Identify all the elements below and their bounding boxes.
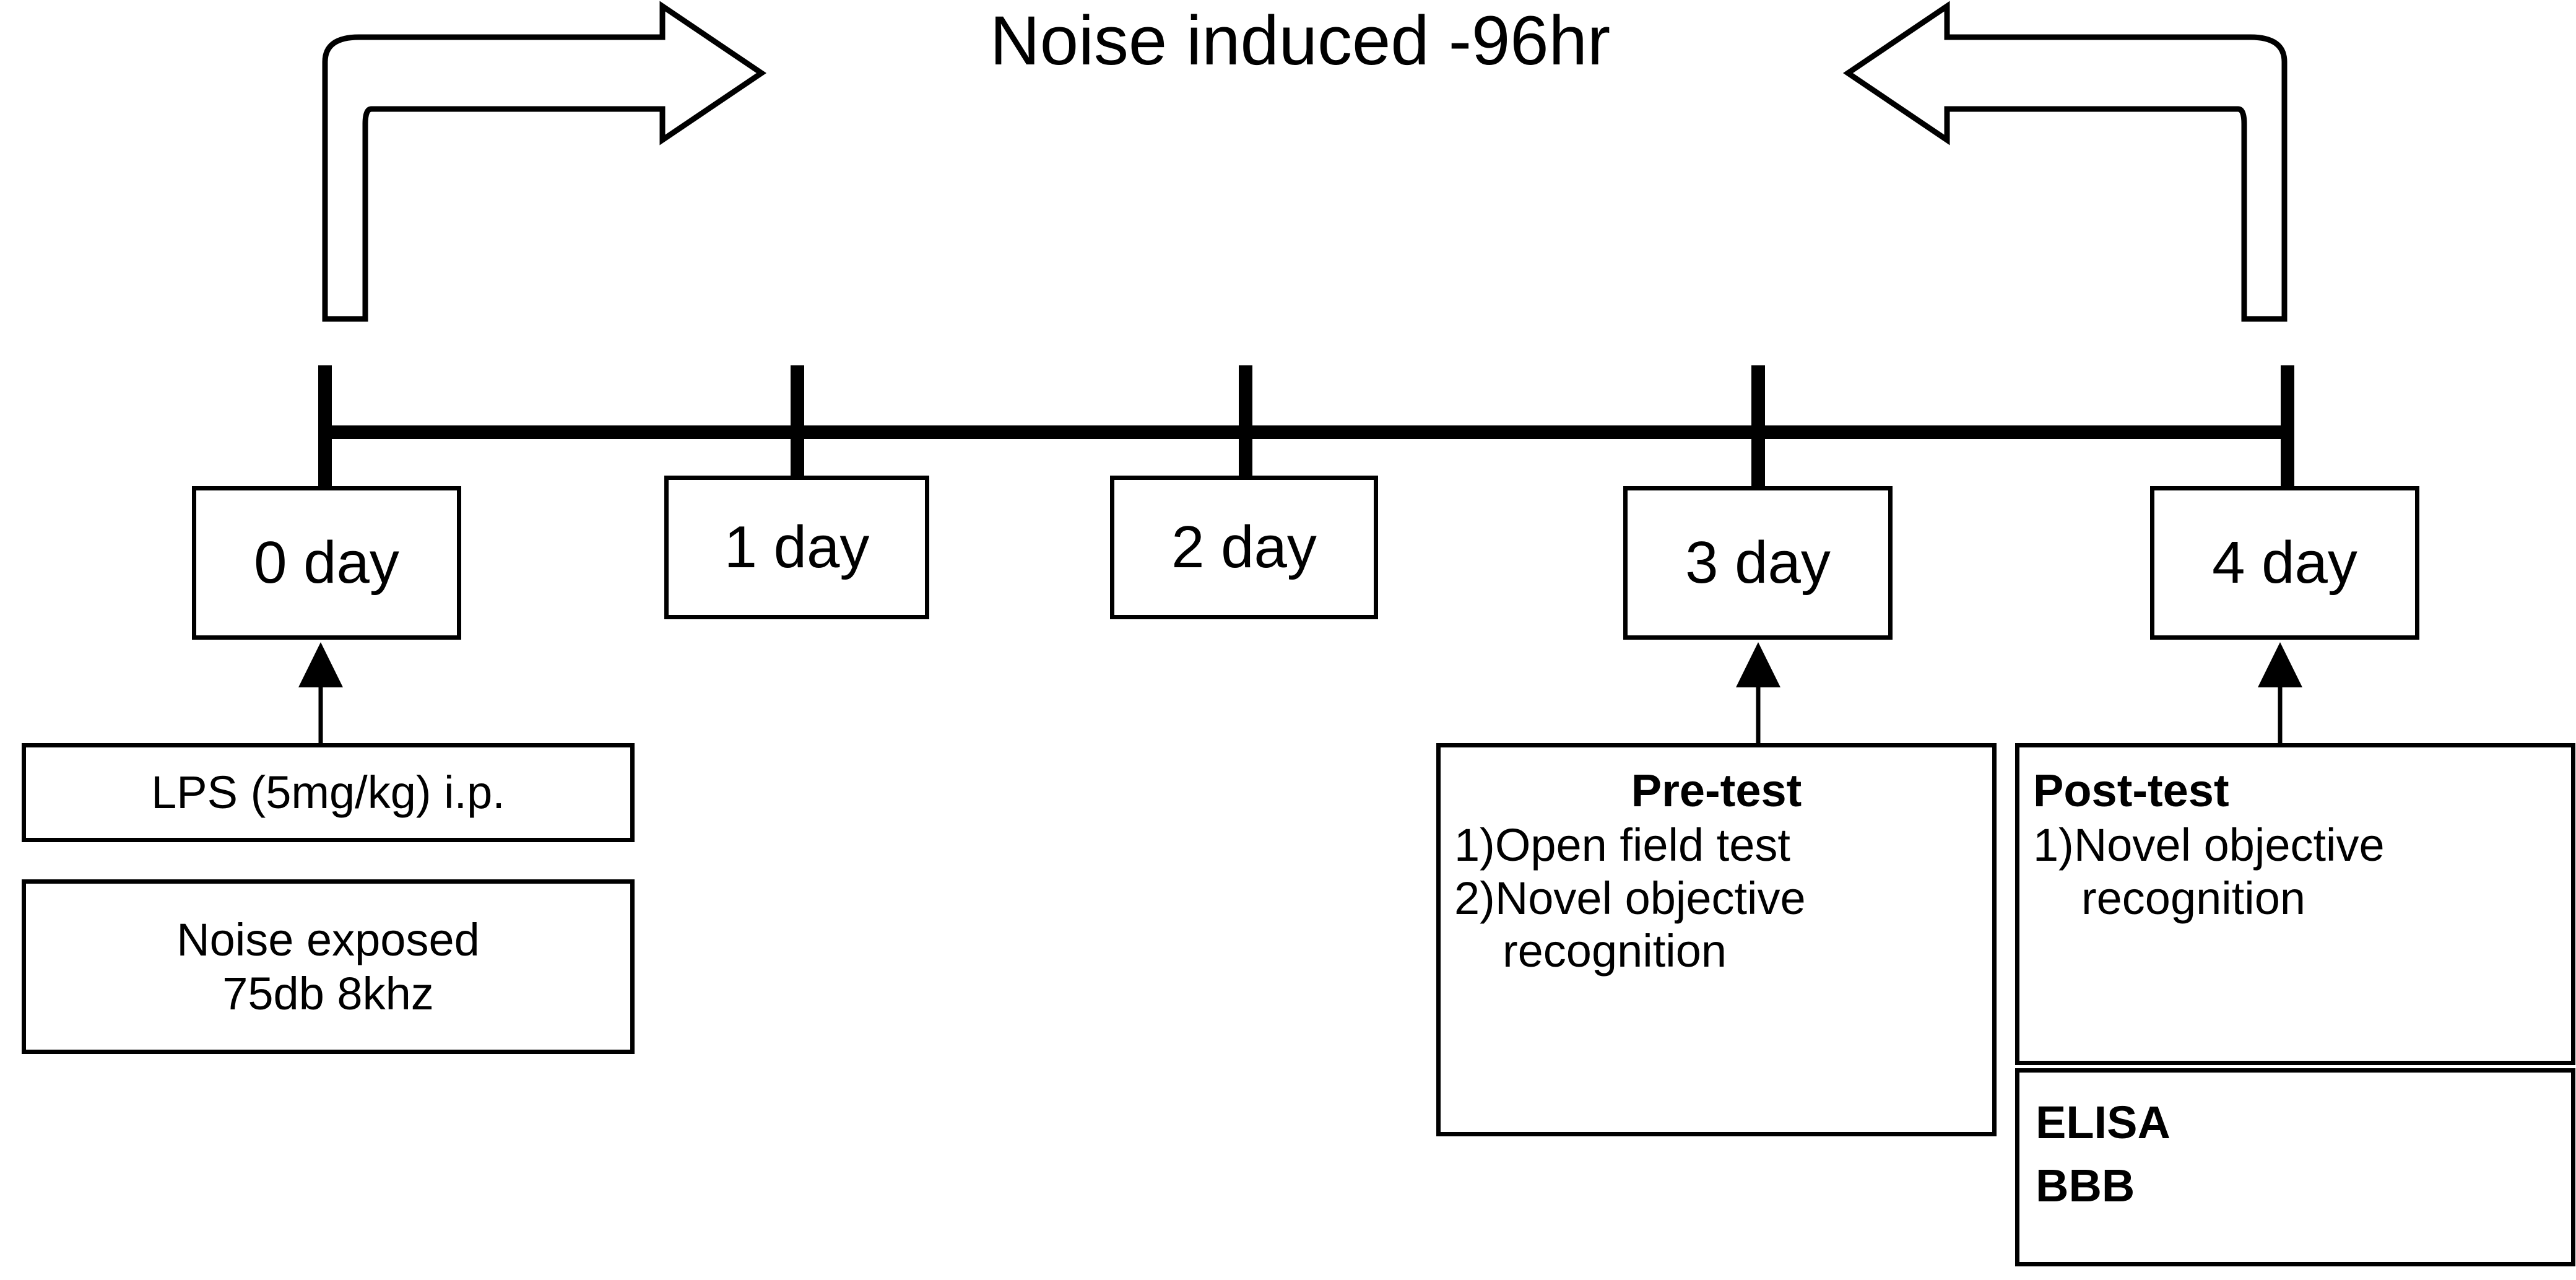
pre-test-item-2: 2)Novel objective recognition <box>1454 872 1979 978</box>
pre-test-box[interactable]: Pre-test 1)Open field test 2)Novel objec… <box>1436 743 1997 1136</box>
day-box-3-label: 3 day <box>1685 529 1831 596</box>
bent-arrow-left-icon <box>1842 1 2288 322</box>
callout-arrow-lps <box>298 642 343 743</box>
pre-test-item-2-continuation: recognition <box>1503 925 1727 977</box>
page-title: Noise induced -96hr <box>989 2 1611 79</box>
noise-box-line-2: 75db 8khz <box>222 968 434 1019</box>
noise-box-line-1: Noise exposed <box>176 913 480 965</box>
day-box-1[interactable]: 1 day <box>664 476 929 619</box>
post-test-box[interactable]: Post-test 1)Novel objective recognition <box>2015 743 2575 1065</box>
day-box-2[interactable]: 2 day <box>1110 476 1378 619</box>
post-test-item-1-number: 1) <box>2033 819 2074 871</box>
day-box-0[interactable]: 0 day <box>192 486 461 640</box>
post-test-item-1-text: Novel objective <box>2073 819 2385 871</box>
post-test-heading: Post-test <box>2033 765 2229 816</box>
callout-arrow-post-test <box>2258 642 2302 743</box>
lps-box[interactable]: LPS (5mg/kg) i.p. <box>22 743 635 842</box>
day-box-0-label: 0 day <box>254 529 399 596</box>
pre-test-heading: Pre-test <box>1631 765 1802 816</box>
post-test-item-1-continuation: recognition <box>2081 872 2306 924</box>
bent-arrow-right-icon <box>322 1 767 322</box>
assay-row-elisa: ELISA <box>2036 1097 2171 1148</box>
day-box-4-label: 4 day <box>2212 529 2357 596</box>
lps-box-line-1: LPS (5mg/kg) i.p. <box>151 767 505 819</box>
assay-box[interactable]: ELISA BBB <box>2015 1068 2575 1266</box>
noise-exposed-box[interactable]: Noise exposed 75db 8khz <box>22 879 635 1054</box>
pre-test-item-1: 1)Open field test <box>1454 819 1979 872</box>
day-box-3[interactable]: 3 day <box>1623 486 1893 640</box>
callout-arrow-pre-test <box>1736 642 1780 743</box>
post-test-item-1: 1)Novel objective recognition <box>2033 819 2557 925</box>
day-box-1-label: 1 day <box>724 514 870 580</box>
day-box-2-label: 2 day <box>1171 514 1317 580</box>
assay-row-bbb: BBB <box>2036 1160 2135 1212</box>
pre-test-item-2-text: Novel objective <box>1494 872 1806 924</box>
pre-test-item-1-text: Open field test <box>1494 819 1790 871</box>
pre-test-item-1-number: 1) <box>1454 819 1495 871</box>
pre-test-item-2-number: 2) <box>1454 872 1495 924</box>
day-box-4[interactable]: 4 day <box>2150 486 2419 640</box>
